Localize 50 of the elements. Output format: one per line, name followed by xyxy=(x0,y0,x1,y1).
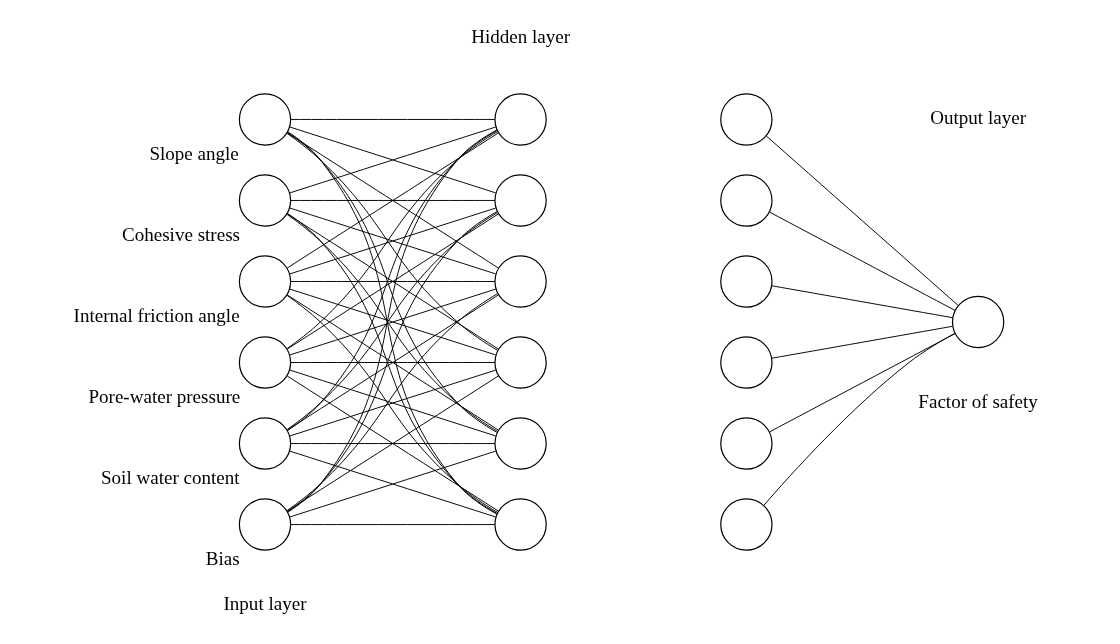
connector xyxy=(289,443,495,444)
connector xyxy=(770,285,953,319)
connector xyxy=(289,118,495,120)
connector xyxy=(288,450,496,518)
node-circle xyxy=(719,336,773,389)
node-circle xyxy=(493,255,547,308)
node-circle xyxy=(238,498,291,551)
node-circle xyxy=(493,498,547,551)
node-label: Factor of safety xyxy=(917,390,1038,412)
node-label: Internal friction angle xyxy=(73,305,240,327)
connector xyxy=(289,281,495,282)
connector xyxy=(765,135,959,306)
connector xyxy=(770,325,953,359)
connector xyxy=(768,211,955,311)
connector xyxy=(288,369,496,437)
node-label: Cohesive stress xyxy=(121,224,240,246)
label: Input layer xyxy=(222,593,307,615)
node-circle xyxy=(719,498,773,551)
node-circle xyxy=(238,255,291,308)
node-circle xyxy=(951,295,1004,349)
connector xyxy=(762,332,955,506)
node-circle xyxy=(238,417,291,470)
label: Hidden layer xyxy=(470,25,570,47)
label: Output layer xyxy=(929,106,1026,128)
node-circle xyxy=(493,93,547,146)
node-circle xyxy=(719,417,773,470)
node-circle xyxy=(719,255,773,308)
node-circle xyxy=(493,417,547,470)
connector xyxy=(286,213,499,350)
node-circle xyxy=(493,336,547,389)
connector xyxy=(289,524,495,526)
node-label: Slope angle xyxy=(148,143,239,165)
connector xyxy=(286,375,499,512)
node-label: Soil water content xyxy=(100,467,240,489)
node-circle xyxy=(238,174,291,227)
connector xyxy=(289,200,495,201)
connector xyxy=(289,362,495,363)
node-label: Pore-water pressure xyxy=(87,386,240,408)
node-circle xyxy=(719,174,773,227)
node-label: Bias xyxy=(205,548,240,570)
node-circle xyxy=(719,93,773,146)
connector xyxy=(286,132,499,269)
connector xyxy=(288,126,496,194)
connector xyxy=(288,288,496,356)
connector xyxy=(286,294,499,431)
connector xyxy=(288,207,496,275)
node-circle xyxy=(238,336,291,389)
node-circle xyxy=(238,93,291,146)
node-circle xyxy=(493,174,547,227)
connector xyxy=(768,333,955,433)
